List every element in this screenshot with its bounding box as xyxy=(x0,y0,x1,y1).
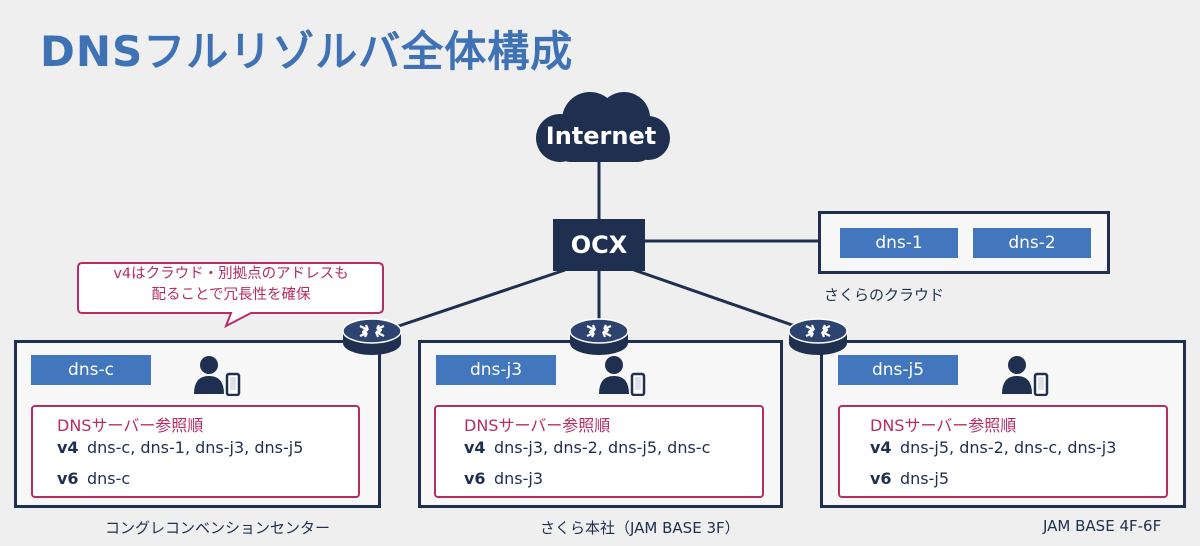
v4-label: v4 xyxy=(464,438,486,457)
order-v4: v4 dns-j5, dns-2, dns-c, dns-j3 xyxy=(870,438,1116,457)
order-title: DNSサーバー参照順 xyxy=(464,416,611,435)
callout-line-2: 配ることで冗長性を確保 xyxy=(151,287,311,303)
server-dns-c: dns-c xyxy=(31,355,151,385)
internet-label: Internet xyxy=(545,122,657,150)
order-v6: v6 dns-j3 xyxy=(464,469,543,488)
v4-order: dns-c, dns-1, dns-j3, dns-j5 xyxy=(87,438,304,457)
server-dns-1: dns-1 xyxy=(840,228,958,258)
user-with-phone-icon xyxy=(1002,356,1049,396)
v6-order: dns-j5 xyxy=(900,469,950,488)
v4-order: dns-j3, dns-2, dns-j5, dns-c xyxy=(494,438,711,457)
order-box-jam3f xyxy=(434,405,764,498)
page-title: DNSフルリゾルバ全体構成 xyxy=(40,27,574,76)
user-with-phone-icon xyxy=(599,356,646,396)
v4-order: dns-j5, dns-2, dns-c, dns-j3 xyxy=(900,438,1117,457)
v6-label: v6 xyxy=(57,469,79,488)
ocx-node: OCX xyxy=(553,219,645,271)
ocx-label: OCX xyxy=(570,231,628,259)
site-caption-jam3f: さくら本社（JAM BASE 3F） xyxy=(540,519,740,537)
site-caption-congre: コングレコンベンションセンター xyxy=(105,519,331,537)
server-dns-2: dns-2 xyxy=(973,228,1091,258)
link-ocx-router-left xyxy=(371,268,566,337)
link-ocx-router-right xyxy=(633,268,819,336)
v4-label: v4 xyxy=(870,438,892,457)
order-title: DNSサーバー参照順 xyxy=(870,416,1017,435)
router-icon xyxy=(342,318,402,355)
site-caption-jam4f: JAM BASE 4F-6F xyxy=(1043,517,1162,535)
order-title: DNSサーバー参照順 xyxy=(57,416,204,435)
v6-label: v6 xyxy=(870,469,892,488)
v4-label: v4 xyxy=(57,438,79,457)
order-v6: v6 dns-j5 xyxy=(870,469,949,488)
callout-line-1: v4はクラウド・別拠点のアドレスも xyxy=(113,266,349,282)
order-box-jam4f xyxy=(838,405,1168,498)
order-box-congre xyxy=(31,405,360,498)
v6-label: v6 xyxy=(464,469,486,488)
router-icon xyxy=(569,318,629,355)
order-v4: v4 dns-c, dns-1, dns-j3, dns-j5 xyxy=(57,438,303,457)
callout-bubble xyxy=(77,262,384,329)
cloud-icon xyxy=(536,92,670,162)
order-v4: v4 dns-j3, dns-2, dns-j5, dns-c xyxy=(464,438,710,457)
order-v6: v6 dns-c xyxy=(57,469,130,488)
server-dns-j5: dns-j5 xyxy=(838,355,958,385)
server-dns-j3: dns-j3 xyxy=(436,355,556,385)
v6-order: dns-c xyxy=(87,469,131,488)
callout-text: v4はクラウド・別拠点のアドレスも 配ることで冗長性を確保 xyxy=(78,264,384,306)
router-icon xyxy=(788,318,848,355)
user-with-phone-icon xyxy=(194,356,241,396)
v6-order: dns-j3 xyxy=(494,469,544,488)
cloud-site-caption: さくらのクラウド xyxy=(824,286,945,304)
